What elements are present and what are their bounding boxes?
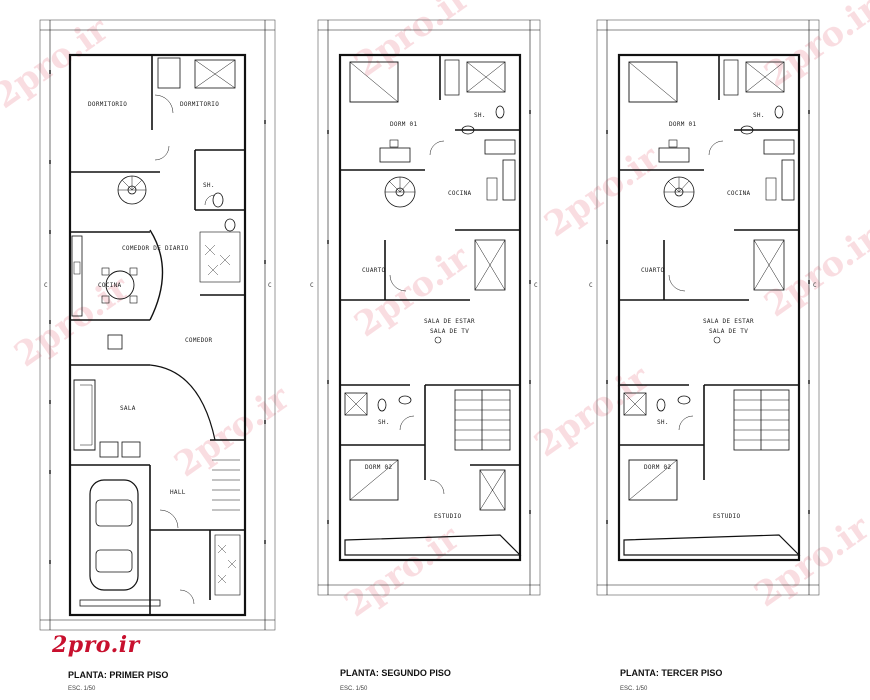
dimension-frame	[39, 19, 276, 631]
car-icon	[89, 479, 139, 591]
room-label: SH.	[753, 112, 765, 119]
room-label: SH.	[657, 419, 669, 426]
axis-marker: C	[268, 282, 272, 289]
room-label: SALA DE TV	[430, 328, 469, 335]
plan-scale: ESC. 1/50	[340, 686, 368, 692]
room-label: SH.	[203, 182, 215, 189]
plan-title: PLANTA: SEGUNDO PISO	[340, 668, 451, 678]
plan-primer-piso	[39, 19, 276, 631]
room-label: SH.	[474, 112, 486, 119]
room-label: SALA DE ESTAR	[424, 318, 475, 325]
plan-scale: ESC. 1/50	[68, 686, 96, 692]
watermark: 2pro.ir	[167, 377, 297, 485]
room-label: CUARTO	[641, 267, 665, 274]
plan-title: PLANTA: PRIMER PISO	[68, 670, 168, 680]
plan-segundo-piso-labels: DORM 01 SH. COCINA CUARTO SALA DE ESTAR …	[340, 112, 486, 692]
room-label: CUARTO	[362, 267, 386, 274]
watermark: 2pro.ir	[337, 517, 467, 625]
room-label: SALA DE TV	[709, 328, 748, 335]
room-label: SH.	[378, 419, 390, 426]
axis-marker: C	[310, 282, 314, 289]
axis-marker: C	[534, 282, 538, 289]
plan-primer-piso-labels: DORMITORIO DORMITORIO SH. COMEDOR DE DIA…	[68, 101, 219, 692]
plan-tercer-piso-labels: DORM 01 SH. COCINA CUARTO SALA DE ESTAR …	[620, 112, 765, 692]
room-label: COCINA	[727, 190, 751, 197]
axis-marker: C	[44, 282, 48, 289]
watermark-layer: 2pro.ir 2pro.ir 2pro.ir 2pro.ir 2pro.ir …	[0, 0, 870, 625]
room-label: DORMITORIO	[180, 101, 219, 108]
plan-tercer-piso	[596, 19, 820, 596]
room-label: DORM 02	[644, 464, 671, 471]
watermark: 2pro.ir	[747, 507, 870, 615]
room-label: COCINA	[448, 190, 472, 197]
room-label: SALA	[120, 405, 136, 412]
watermark: 2pro.ir	[527, 357, 657, 465]
room-label: ESTUDIO	[713, 513, 740, 520]
axis-marker: C	[813, 282, 817, 289]
room-label: DORM 01	[390, 121, 417, 128]
axis-markers: C C C C C C	[44, 282, 817, 289]
watermark: 2pro.ir	[347, 0, 477, 85]
room-label: COCINA	[98, 282, 122, 289]
watermark: 2pro.ir	[757, 0, 870, 95]
plan-title: PLANTA: TERCER PISO	[620, 668, 722, 678]
room-label: COMEDOR	[185, 337, 212, 344]
room-label: DORMITORIO	[88, 101, 127, 108]
watermark: 2pro.ir	[757, 217, 870, 325]
plan-scale: ESC. 1/50	[620, 686, 648, 692]
room-label: ESTUDIO	[434, 513, 461, 520]
room-label: SALA DE ESTAR	[703, 318, 754, 325]
plan-segundo-piso	[317, 19, 541, 596]
room-label: DORM 02	[365, 464, 392, 471]
room-label: DORM 01	[669, 121, 696, 128]
axis-marker: C	[589, 282, 593, 289]
site-logo: 2pro.ir	[52, 632, 140, 658]
room-label: COMEDOR DE DIARIO	[122, 245, 189, 252]
room-label: HALL	[170, 489, 186, 496]
outer-wall	[68, 53, 247, 617]
watermark: 2pro.ir	[537, 137, 667, 245]
